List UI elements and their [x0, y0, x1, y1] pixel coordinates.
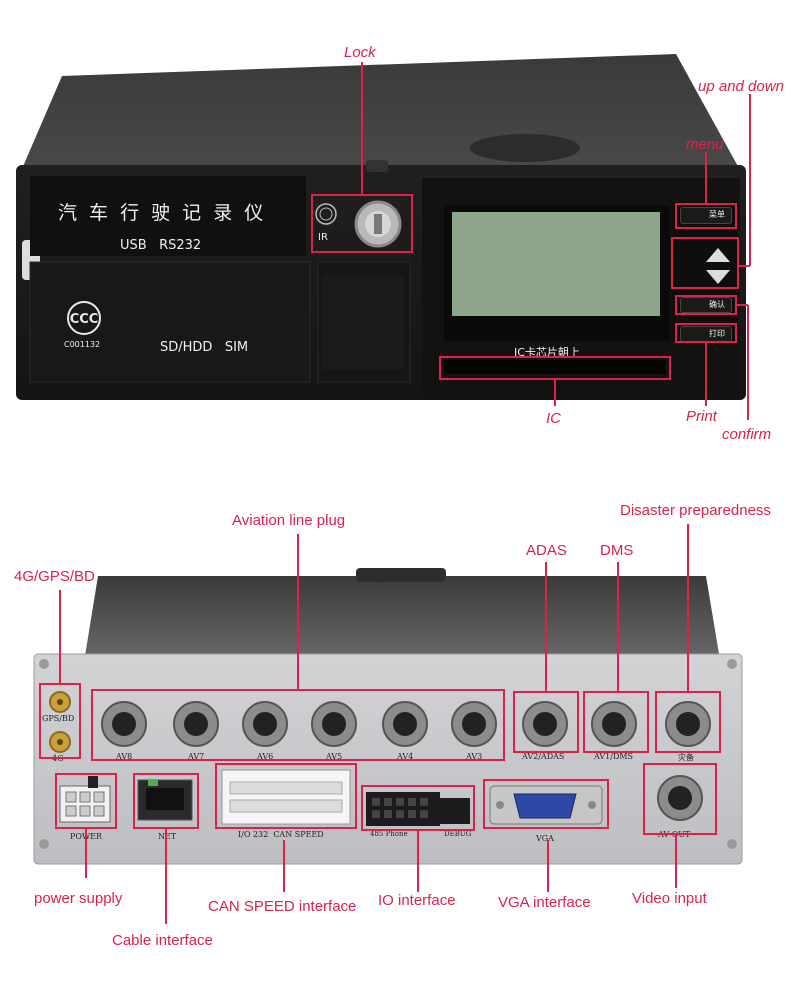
av4-text: AV4: [397, 752, 414, 761]
front-title-text: 汽 车 行 驶 记 录 仪: [58, 202, 267, 224]
av1-text: AV1/DMS: [594, 752, 634, 761]
net-port-text: NET: [158, 832, 177, 841]
av6-text: AV6: [257, 752, 274, 761]
svg-text:CCC: CCC: [70, 312, 99, 327]
front-ports-text: USB RS232: [120, 238, 202, 253]
rear-annotation-overlay: [39, 524, 721, 924]
label-gps: 4G/GPS/BD: [14, 568, 95, 585]
vga-port-text: VGA: [536, 834, 554, 843]
menu-button-label: 菜单: [709, 210, 725, 219]
label-up-down: up and down: [698, 78, 784, 95]
rs485-port-text: 485 Phone: [370, 830, 408, 838]
av7-text: AV7: [188, 752, 205, 761]
ir-text: IR: [318, 232, 328, 243]
label-vga: VGA interface: [498, 894, 591, 911]
ccc-code-text: C001132: [64, 340, 101, 349]
disaster-port-text: 灾备: [678, 753, 694, 762]
label-aviation: Aviation line plug: [232, 512, 346, 529]
av5-text: AV5: [326, 752, 343, 761]
menu-button[interactable]: 菜单: [680, 207, 732, 224]
debug-port-text: DEBUG: [444, 830, 472, 838]
label-dms: DMS: [600, 542, 634, 559]
io-port-text: I/O 232 CAN SPEED: [238, 830, 324, 839]
av8-text: AV8: [116, 752, 133, 761]
front-annotation-overlay: [311, 62, 751, 420]
front-device: CCC 汽 车 行 驶 记 录 仪 USB RS232 C001132 SD/H…: [0, 0, 800, 427]
label-power: power supply: [34, 890, 123, 907]
confirm-button[interactable]: 确认: [680, 297, 732, 313]
gps-port-text: GPS/BD: [42, 714, 75, 723]
av3-text: AV3: [466, 752, 483, 761]
rear-device: GPS/BD 4G AV8 AV7 AV6 AV5 AV4 AV3 AV2/AD…: [0, 440, 800, 1000]
ic-slot-text: IC卡芯片朝上: [514, 346, 580, 359]
label-disaster: Disaster preparedness: [620, 502, 771, 519]
label-cable: Cable interface: [112, 932, 213, 949]
print-button-label: 打印: [709, 329, 725, 338]
label-video: Video input: [632, 890, 707, 907]
label-ic: IC: [546, 410, 561, 427]
label-confirm: confirm: [722, 426, 772, 443]
slot-text: SD/HDD SIM: [160, 340, 249, 355]
confirm-button-label: 确认: [709, 300, 725, 309]
label-io: IO interface: [378, 892, 456, 909]
label-adas: ADAS: [526, 542, 567, 559]
label-lock: Lock: [344, 44, 376, 61]
label-can: CAN SPEED interface: [208, 898, 357, 915]
label-print: Print: [686, 408, 717, 425]
label-menu: menu: [686, 136, 724, 153]
av2-text: AV2/ADAS: [522, 752, 565, 761]
